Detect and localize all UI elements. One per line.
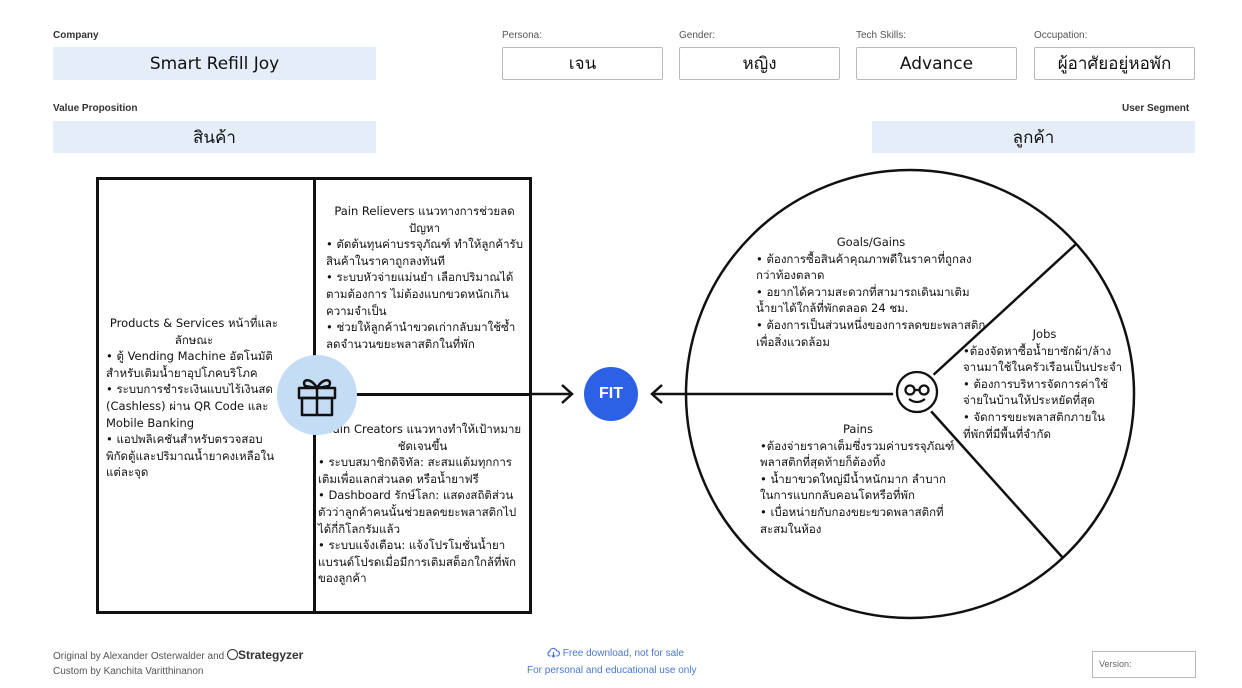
customer-profile-circle xyxy=(684,168,1136,620)
original-credit-text: Original by Alexander Osterwalder and xyxy=(53,651,225,662)
products-services-block: Products & Services หน้าที่และลักษณะ • ต… xyxy=(106,315,282,481)
gains-title: Goals/Gains xyxy=(836,235,906,249)
custom-credit: Custom by Kanchita Varitthinanon xyxy=(53,666,204,677)
arrowhead-profile xyxy=(650,384,663,404)
strategyzer-logo-icon xyxy=(226,649,238,660)
gift-icon xyxy=(277,355,357,435)
gender-field[interactable]: หญิง xyxy=(679,47,840,80)
value-map-divider-horizontal xyxy=(313,393,532,396)
company-label: Company xyxy=(53,30,99,41)
strategyzer-brand-text: Strategyzer xyxy=(237,648,304,662)
circle-divider-upper xyxy=(929,243,1077,379)
cloud-download-icon xyxy=(547,647,560,661)
gain-creators-item: • ระบบสมาชิกดิจิทัล: สะสมแต้มทุกการเติมเ… xyxy=(318,455,512,486)
fit-badge: FIT xyxy=(584,367,638,421)
jobs-block: Jobs •ต้องจัดหาซื้อน้ำยาซักผ้า/ล้างจานมา… xyxy=(963,326,1126,442)
pain-relievers-block: Pain Relievers แนวทางการช่วยลดปัญหา • ตั… xyxy=(326,203,523,352)
products-services-item: • ตู้ Vending Machine อัตโนมัติสำหรับเติ… xyxy=(106,349,273,380)
gains-item: • ต้องการซื้อสินค้าคุณภาพดีในราคาที่ถูกล… xyxy=(756,251,972,283)
original-credit: Original by Alexander Osterwalder and St… xyxy=(53,648,303,662)
jobs-item: •ต้องจัดหาซื้อน้ำยาซักผ้า/ล้างจานมาใช้ใน… xyxy=(963,343,1123,375)
user-segment-label: User Segment xyxy=(1122,103,1190,114)
occupation-field[interactable]: ผู้อาศัยอยู่หอพัก xyxy=(1034,47,1195,80)
pains-block: Pains •ต้องจ่ายราคาเต็มซึ่งรวมค่าบรรจุภั… xyxy=(760,421,956,537)
smiley-icon xyxy=(893,368,941,416)
personal-use-note: For personal and educational use only xyxy=(527,665,697,676)
gain-creators-item: • Dashboard รักษ์โลก: แสดงสถิติส่วนตัวว่… xyxy=(318,488,517,536)
pains-title: Pains xyxy=(843,422,873,436)
pain-relievers-item: • ช่วยให้ลูกค้านำขวดเก่ากลับมาใช้ซ้ำ ลดจ… xyxy=(326,320,516,351)
products-services-item: • แอปพลิเคชันสำหรับตรวจสอบพิกัดตู้และปริ… xyxy=(106,432,275,480)
gains-item: • อยากได้ความสะดวกที่สามารถเดินมาเติมน้ำ… xyxy=(756,284,970,316)
tech-skills-field[interactable]: Advance xyxy=(856,47,1017,80)
persona-label: Persona: xyxy=(502,30,543,41)
jobs-item: • จัดการขยะพลาสติกภายในที่พักที่มีพื้นที… xyxy=(963,409,1105,441)
pain-relievers-item: • ตัดต้นทุนค่าบรรจุภัณฑ์ ทำให้ลูกค้ารับส… xyxy=(326,237,524,268)
pains-item: •ต้องจ่ายราคาเต็มซึ่งรวมค่าบรรจุภัณฑ์พลา… xyxy=(760,438,955,470)
pain-relievers-title: Pain Relievers แนวทางการช่วยลดปัญหา xyxy=(334,204,515,235)
jobs-title: Jobs xyxy=(1032,327,1057,341)
pains-item: • น้ำยาขวดใหญ่มีน้ำหนักมาก ลำบากในการแบก… xyxy=(760,471,946,503)
occupation-label: Occupation: xyxy=(1034,30,1088,41)
gender-label: Gender: xyxy=(679,30,716,41)
products-services-item: • ระบบการชำระเงินแบบไร้เงินสด (Cashless)… xyxy=(106,382,273,430)
circle-divider-lower xyxy=(929,409,1064,559)
company-field[interactable]: Smart Refill Joy xyxy=(53,47,376,80)
value-proposition-field[interactable]: สินค้า xyxy=(53,121,376,153)
gains-block: Goals/Gains • ต้องการซื้อสินค้าคุณภาพดีใ… xyxy=(756,234,986,350)
gain-creators-block: Gain Creators แนวทางทำให้เป้าหมายชัดเจนข… xyxy=(318,421,527,587)
jobs-item: • ต้องการบริหารจัดการค่าใช้จ่ายในบ้านให้… xyxy=(963,376,1109,408)
pain-relievers-item: • ระบบหัวจ่ายแม่นยำ เลือกปริมาณได้ตามต้อ… xyxy=(326,270,514,318)
gain-creators-item: • ระบบแจ้งเตือน: แจ้งโปรโมชั่นน้ำยาแบรนด… xyxy=(318,538,517,586)
strategyzer-logo: Strategyzer xyxy=(226,648,304,662)
gain-creators-title: Gain Creators แนวทางทำให้เป้าหมายชัดเจนข… xyxy=(323,422,522,453)
version-field[interactable]: Version: xyxy=(1092,651,1196,678)
pains-item: • เบื่อหน่ายกับกองขยะขวดพลาสติกที่สะสมใน… xyxy=(760,504,944,536)
value-proposition-label: Value Proposition xyxy=(53,103,138,114)
free-download-link[interactable]: Free download, not for sale xyxy=(547,647,684,661)
free-download-text: Free download, not for sale xyxy=(562,648,684,659)
tech-skills-label: Tech Skills: xyxy=(856,30,907,41)
products-services-title: Products & Services หน้าที่และลักษณะ xyxy=(109,316,279,347)
persona-field[interactable]: เจน xyxy=(502,47,663,80)
gains-item: • ต้องการเป็นส่วนหนึ่งของการลดขยะพลาสติก… xyxy=(756,317,986,349)
arrowhead-value xyxy=(561,384,574,404)
user-segment-field[interactable]: ลูกค้า xyxy=(872,121,1195,153)
